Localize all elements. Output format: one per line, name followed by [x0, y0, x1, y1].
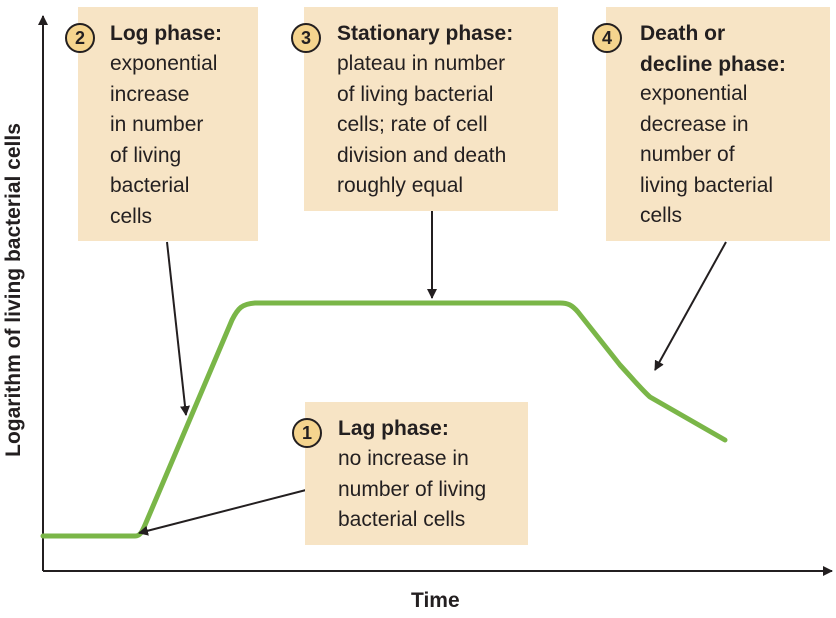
death-phase-description: exponential decrease in number of living… — [640, 82, 774, 227]
death-phase-title: Death or decline phase: — [640, 22, 786, 76]
lag-phase-title: Lag phase: — [338, 417, 449, 440]
log-phase-description: exponential increase in number of living… — [110, 52, 218, 228]
y-axis-label: Logarithm of living bacterial cells — [2, 123, 25, 457]
stationary-phase-description: plateau in number of living bacterial ce… — [337, 52, 507, 197]
log-phase-title: Log phase: — [110, 22, 223, 45]
phase-3-badge: 3 — [291, 23, 321, 53]
log-phase-arrow — [166, 241, 190, 416]
stationary-phase-box — [304, 7, 558, 211]
lag-phase-description: no increase in number of living bacteria… — [338, 447, 487, 531]
phase-2-badge: 2 — [65, 23, 95, 53]
stationary-phase-title: Stationary phase: — [337, 22, 514, 45]
death-phase-box — [606, 7, 830, 241]
lag-phase-arrow — [138, 489, 307, 536]
phase-4-badge: 4 — [592, 23, 622, 53]
death-phase-arrow — [654, 241, 727, 371]
phase-1-badge: 1 — [292, 418, 322, 448]
lag-phase-box — [305, 402, 528, 545]
x-axis-label: Time — [411, 589, 460, 612]
log-phase-box — [78, 7, 258, 241]
